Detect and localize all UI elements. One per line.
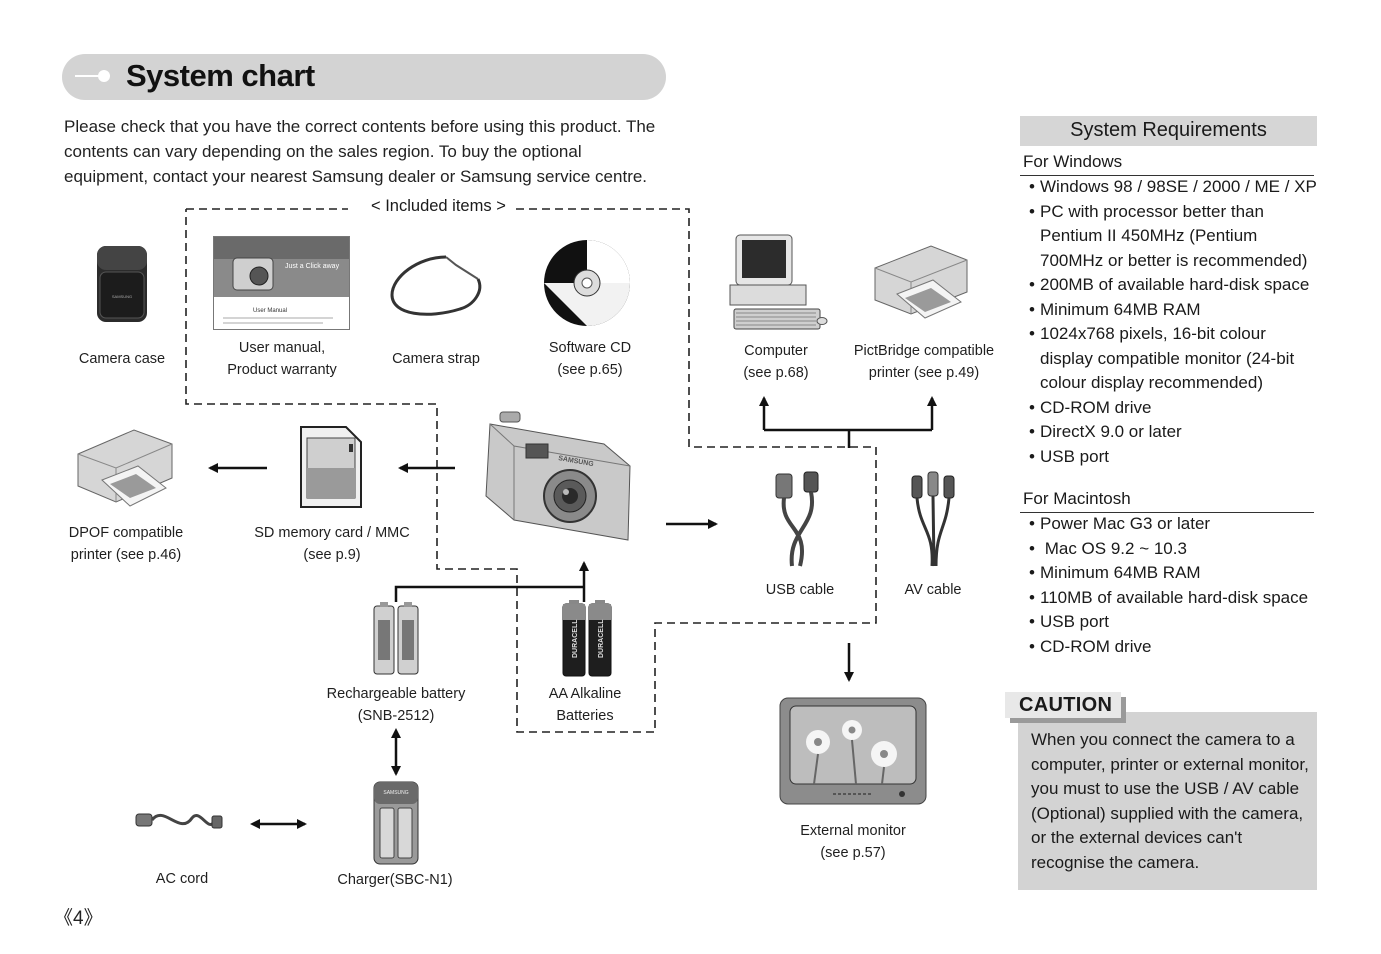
label-av-cable: AV cable: [904, 582, 962, 598]
ac-cord-image: [135, 813, 223, 829]
header-bar: [62, 54, 666, 100]
mac-req-item: Power Mac G3 or later: [1029, 512, 1319, 537]
label-external-monitor: External monitor(see p.57): [800, 823, 906, 861]
camera-case-image: SAMSUNG: [97, 246, 147, 322]
windows-req-item: 200MB of available hard-disk space: [1029, 273, 1319, 298]
page-number: 《4》: [54, 908, 103, 929]
label-camera-strap: Camera strap: [392, 351, 480, 367]
windows-req-item: Minimum 64MB RAM: [1029, 298, 1319, 323]
windows-req-item: CD-ROM drive: [1029, 396, 1319, 421]
aa-batteries-image: DURACELL DURACELL: [562, 600, 612, 677]
label-user-manual: User manual,Product warranty: [227, 340, 337, 378]
windows-requirements-list: Windows 98 / 98SE / 2000 / ME / XP PC wi…: [1029, 175, 1319, 469]
cable-connector: [764, 428, 932, 448]
windows-req-item: DirectX 9.0 or later: [1029, 420, 1319, 445]
windows-req-item: 1024x768 pixels, 16-bit colour display c…: [1029, 322, 1319, 396]
camera-case-brand: SAMSUNG: [112, 294, 132, 299]
charger-image: SAMSUNG: [373, 781, 419, 865]
caution-text: When you connect the camera to a compute…: [1031, 730, 1309, 872]
included-items-boundary: [185, 208, 877, 733]
label-charger: Charger(SBC-N1): [337, 872, 453, 888]
label-rechargeable-battery: Rechargeable battery(SNB-2512): [326, 686, 466, 724]
windows-section-title: For Windows: [1023, 152, 1123, 171]
macintosh-section-title: For Macintosh: [1023, 489, 1131, 508]
label-camera-case: Camera case: [78, 351, 166, 367]
battery-brand-1: DURACELL: [572, 619, 579, 658]
label-computer: Computer(see p.68): [743, 343, 809, 381]
header-decor-dot: [98, 70, 110, 82]
av-cable-image: [911, 471, 955, 567]
windows-req-item: USB port: [1029, 445, 1319, 470]
page-title: System chart: [126, 58, 315, 93]
windows-req-item: Windows 98 / 98SE / 2000 / ME / XP: [1029, 175, 1319, 200]
mac-req-item: USB port: [1029, 610, 1319, 635]
system-requirements-title: System Requirements: [1070, 119, 1267, 141]
caution-tab: [1005, 692, 1121, 718]
external-monitor-image: [779, 697, 927, 805]
label-sd-card: SD memory card / MMC(see p.9): [254, 525, 410, 563]
software-cd-image: [544, 240, 630, 326]
charger-brand: SAMSUNG: [383, 790, 408, 796]
digital-camera-image: SAMSUNG: [485, 411, 631, 541]
computer-image: [729, 234, 828, 330]
label-software-cd: Software CD(see p.65): [548, 340, 632, 378]
windows-req-item: PC with processor better than Pentium II…: [1029, 200, 1319, 274]
mac-req-item: CD-ROM drive: [1029, 635, 1319, 660]
battery-brand-2: DURACELL: [598, 619, 605, 658]
label-ac-cord: AC cord: [155, 871, 209, 887]
dpof-printer-image: [77, 429, 173, 507]
manual-tagline: Just a Click away: [285, 263, 340, 270]
label-usb-cable: USB cable: [765, 582, 835, 598]
header-decor-line: [75, 75, 105, 77]
intro-text: Please check that you have the correct c…: [64, 117, 656, 186]
usb-cable-image: [775, 471, 819, 567]
pictbridge-printer-image: [874, 245, 968, 319]
mac-req-item: Mac OS 9.2 ~ 10.3: [1029, 537, 1319, 562]
caution-box: [1018, 712, 1317, 890]
mac-req-item: Minimum 64MB RAM: [1029, 561, 1319, 586]
included-items-label: < Included items >: [368, 197, 509, 216]
caution-label: CAUTION: [1019, 694, 1113, 716]
user-manual-image: Just a Click away User Manual: [213, 236, 350, 330]
mac-req-item: 110MB of available hard-disk space: [1029, 586, 1319, 611]
connection-diagram: [185, 208, 937, 829]
manual-title: User Manual: [253, 308, 287, 314]
camera-strap-image: [390, 255, 482, 316]
battery-connector: [394, 585, 584, 602]
rechargeable-battery-image: [373, 602, 419, 675]
sd-card-image: [300, 426, 362, 508]
macintosh-requirements-list: Power Mac G3 or later Mac OS 9.2 ~ 10.3 …: [1029, 512, 1319, 659]
system-requirements-header: [1020, 116, 1317, 146]
